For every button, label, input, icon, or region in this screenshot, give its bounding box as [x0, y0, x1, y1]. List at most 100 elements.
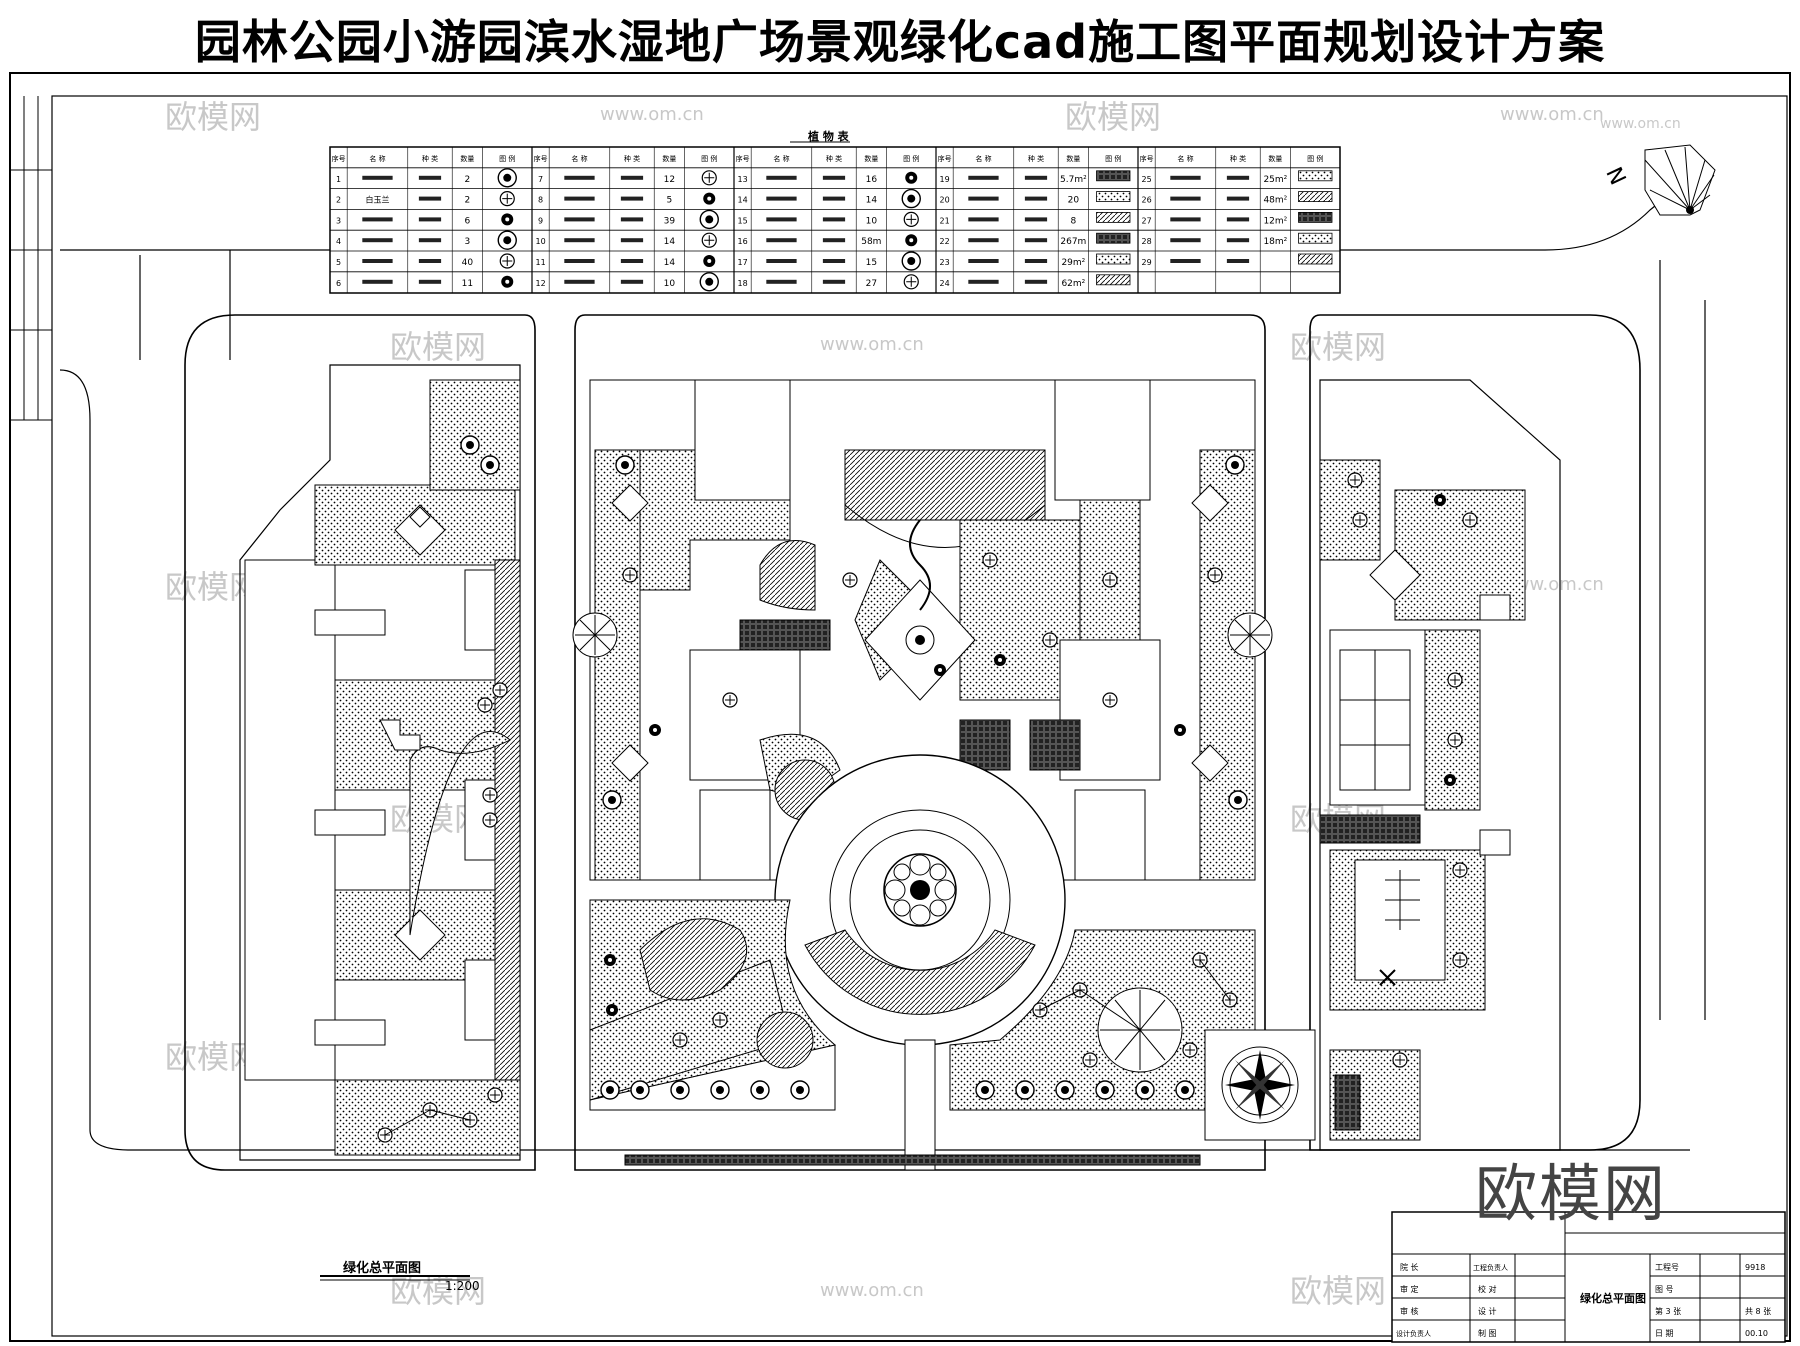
table-cell: 25 — [1141, 175, 1151, 184]
svg-text:欧模网: 欧模网 — [1290, 1272, 1386, 1310]
table-cell: 28 — [1141, 237, 1151, 246]
svg-text:www.om.cn: www.om.cn — [820, 334, 924, 355]
svg-text:欧模网: 欧模网 — [1290, 328, 1386, 366]
table-cell: 15 — [737, 216, 747, 225]
table-header-cell: 数量 — [1268, 154, 1282, 163]
table-cell: 17 — [737, 258, 747, 267]
table-text-stroke — [564, 259, 595, 263]
legend-symbol — [703, 192, 716, 205]
table-cell: 16 — [866, 175, 878, 185]
table-cell: 12 — [535, 279, 545, 288]
table-cell: 8 — [1070, 216, 1076, 226]
table-text-stroke — [1024, 279, 1048, 284]
table-text-stroke — [418, 175, 442, 180]
tb-total: 共 8 张 — [1745, 1307, 1771, 1316]
table-text-stroke — [1226, 196, 1250, 201]
table-cell: 2 — [464, 196, 470, 206]
tb-label-8: 工程号 — [1655, 1263, 1679, 1272]
table-cell: 1 — [336, 175, 341, 184]
table-cell: 10 — [866, 216, 878, 226]
north-arrow: N — [1600, 144, 1716, 216]
table-text-stroke — [620, 217, 644, 222]
legend-swatch — [1298, 191, 1333, 203]
watermark-logo: 欧模网 — [1475, 1157, 1667, 1230]
legend-symbol — [497, 168, 517, 188]
plant-table: 植 物 表 序号名 称种 类数量图 例序号名 称种 类数量图 例序号名 称种 类… — [329, 129, 1341, 294]
legend-symbol — [903, 211, 919, 227]
table-cell: 5 — [666, 196, 672, 206]
legend-symbol — [499, 253, 515, 269]
table-header-cell: 数量 — [1066, 154, 1080, 163]
table-text-stroke — [620, 196, 644, 201]
binding-strip — [10, 96, 52, 421]
page-title: 园林公园小游园滨水湿地广场景观绿化cad施工图平面规划设计方案 — [194, 15, 1606, 69]
table-text-stroke — [620, 175, 644, 180]
tb-date: 00.10 — [1745, 1329, 1768, 1338]
table-text-stroke — [766, 217, 797, 222]
table-cell: 3 — [464, 237, 470, 247]
table-text-stroke — [822, 279, 846, 284]
tb-label-10: 日 期 — [1655, 1329, 1674, 1338]
table-cell: 6 — [464, 216, 470, 226]
tb-label-3: 设计负责人 — [1396, 1329, 1431, 1338]
table-cell: 267m — [1060, 237, 1086, 247]
legend-swatch — [1298, 170, 1333, 182]
table-cell: 48m² — [1263, 196, 1287, 206]
table-header-cell: 数量 — [662, 154, 676, 163]
table-text-stroke — [620, 279, 644, 284]
plan-label-group: 绿化总平面图 1:200 — [320, 1260, 480, 1293]
table-text-stroke — [968, 238, 999, 243]
legend-symbol — [499, 191, 515, 207]
table-text-stroke — [766, 196, 797, 201]
table-cell: 16 — [737, 237, 747, 246]
table-header-cell: 种 类 — [624, 154, 640, 163]
table-text-stroke — [418, 196, 442, 201]
table-cell: 24 — [939, 279, 949, 288]
table-cell: 白玉兰 — [365, 195, 389, 205]
table-text-stroke — [766, 238, 797, 243]
table-text-stroke — [822, 217, 846, 222]
tb-drawing-name: 绿化总平面图 — [1580, 1291, 1646, 1305]
table-cell: 62m² — [1061, 279, 1085, 289]
table-cell: 13 — [737, 175, 747, 184]
table-text-stroke — [968, 175, 999, 180]
table-text-stroke — [822, 175, 846, 180]
table-text-stroke — [564, 196, 595, 201]
table-text-stroke — [968, 217, 999, 222]
table-header-cell: 数量 — [864, 154, 878, 163]
south-wall — [624, 1154, 1201, 1166]
tb-label-2: 审 核 — [1400, 1306, 1419, 1316]
circular-plaza — [774, 754, 1066, 1171]
legend-swatch — [1298, 232, 1333, 244]
tb-label-7: 制 图 — [1478, 1328, 1497, 1338]
table-text-stroke — [1226, 259, 1250, 263]
table-header-cell: 名 称 — [773, 154, 789, 163]
legend-symbol — [905, 171, 918, 184]
table-cell: 23 — [939, 258, 949, 267]
table-text-stroke — [1170, 196, 1201, 201]
table-text-stroke — [766, 259, 797, 263]
table-text-stroke — [968, 196, 999, 201]
table-text-stroke — [620, 259, 644, 263]
table-cell: 14 — [664, 237, 676, 247]
svg-text:www.om.cn: www.om.cn — [820, 1280, 924, 1301]
table-cell: 27 — [1141, 216, 1151, 225]
legend-symbol — [501, 275, 514, 288]
tb-label-4: 工程负责人 — [1473, 1263, 1508, 1272]
svg-text:www.om.cn: www.om.cn — [600, 104, 704, 125]
legend-swatch — [1096, 253, 1131, 265]
table-text-stroke — [362, 175, 393, 180]
left-block — [239, 364, 521, 1161]
table-text-stroke — [564, 238, 595, 243]
table-header-cell: 种 类 — [1230, 154, 1246, 163]
table-header-cell: 序号 — [1140, 154, 1154, 163]
table-cell: 5.7m² — [1060, 175, 1087, 185]
table-text-stroke — [766, 279, 797, 284]
table-header-cell: 名 称 — [571, 154, 587, 163]
svg-text:www.om.cn: www.om.cn — [1500, 574, 1604, 595]
table-text-stroke — [766, 175, 797, 180]
table-text-stroke — [418, 238, 442, 243]
table-text-stroke — [1024, 196, 1048, 201]
table-text-stroke — [822, 259, 846, 263]
tb-label-6: 设 计 — [1478, 1306, 1497, 1316]
